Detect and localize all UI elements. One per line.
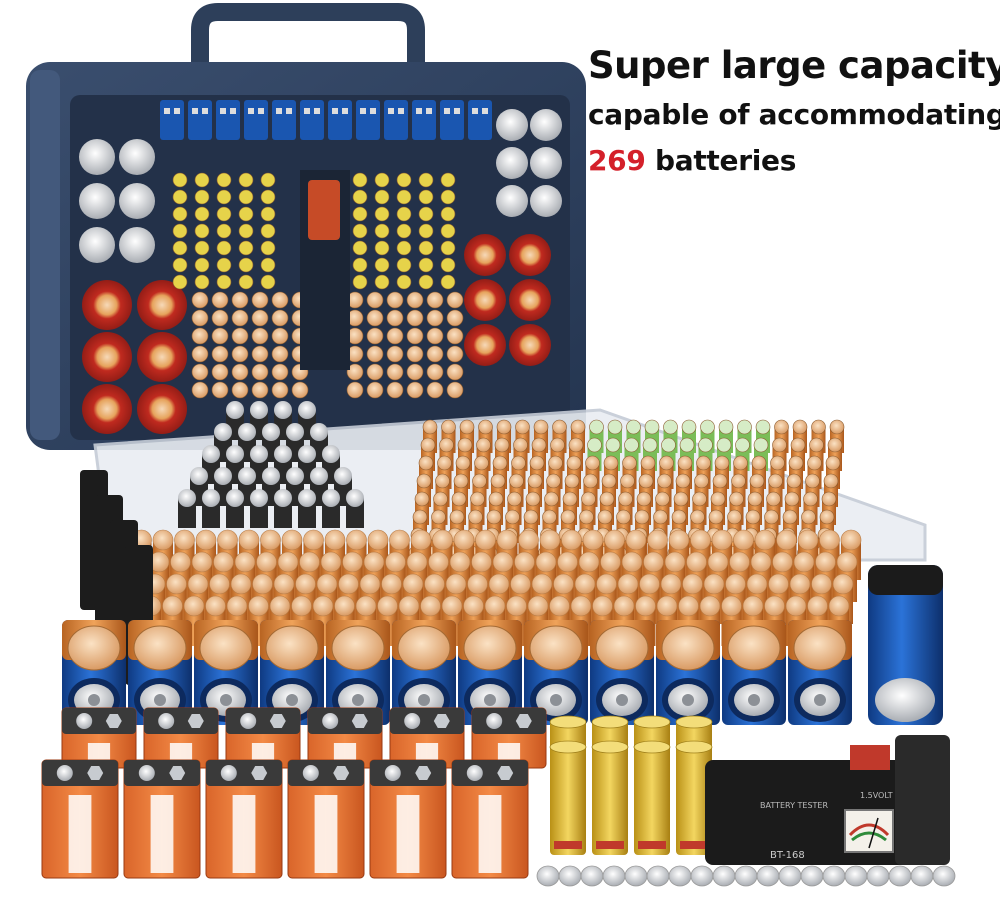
case-cell: [82, 280, 132, 330]
case-9v-slot: [216, 100, 240, 140]
case-compartments: [79, 100, 562, 434]
button-cell: [602, 865, 626, 887]
case-cell: [530, 147, 562, 179]
case-handle: [191, 3, 425, 70]
case-cell: [79, 139, 115, 175]
headline-line-3: 269 batteries: [588, 138, 998, 184]
button-cell: [778, 865, 802, 887]
case-cell: [509, 279, 551, 321]
button-cell: [910, 865, 934, 887]
case-cell: [509, 234, 551, 276]
button-cell: [866, 865, 890, 887]
case-9v-slot: [328, 100, 352, 140]
case-9v-slot: [440, 100, 464, 140]
case-cell: [137, 280, 187, 330]
case-9v-slot: [356, 100, 380, 140]
button-cell: [712, 865, 736, 887]
case-9v-slot: [412, 100, 436, 140]
case-9v-slot: [384, 100, 408, 140]
button-cell: [822, 865, 846, 887]
case-cell: [79, 227, 115, 263]
button-cell: [536, 865, 560, 887]
button-cell: [646, 865, 670, 887]
case-cell: [464, 234, 506, 276]
headline: Super large capacity capable of accommod…: [588, 40, 1000, 184]
headline-line-1: Super large capacity: [588, 44, 1000, 87]
button-cell: [932, 865, 956, 887]
case-cell: [82, 332, 132, 382]
18650-battery: [550, 745, 586, 855]
case-cell: [119, 139, 155, 175]
tester-label: BATTERY TESTER: [760, 801, 828, 810]
case-9v-slot: [272, 100, 296, 140]
case-cell: [119, 183, 155, 219]
18650-battery: [634, 745, 670, 855]
case-cell: [119, 227, 155, 263]
case-cell: [530, 109, 562, 141]
battery-tester: BT-168 BATTERY TESTER 1.5VOLT: [705, 735, 950, 865]
button-cell: [734, 865, 758, 887]
headline-line-2: capable of accommodating: [588, 98, 1000, 131]
button-cell: [580, 865, 604, 887]
case-9v-slot: [160, 100, 184, 140]
case-cell: [464, 324, 506, 366]
case-cell: [464, 279, 506, 321]
case-cell: [496, 109, 528, 141]
case-9v-slot: [300, 100, 324, 140]
tester-model: BT-168: [770, 850, 805, 861]
case-cell: [79, 183, 115, 219]
battery-count: 269: [588, 144, 646, 177]
tester-volt: 1.5VOLT: [860, 791, 893, 800]
button-cell: [888, 865, 912, 887]
button-cell: [558, 865, 582, 887]
18650-battery-group: [549, 715, 713, 855]
case-9v-slot: [188, 100, 212, 140]
button-cell: [624, 865, 648, 887]
case-cell: [509, 324, 551, 366]
case-cell: [137, 332, 187, 382]
button-cell-row: [536, 865, 956, 887]
button-cell: [756, 865, 780, 887]
case-9v-slot: [244, 100, 268, 140]
case-cell: [82, 384, 132, 434]
case-cell: [137, 384, 187, 434]
headline-suffix: batteries: [645, 144, 797, 177]
storage-case: [26, 3, 586, 450]
button-cell: [800, 865, 824, 887]
button-cell: [690, 865, 714, 887]
18650-battery: [592, 745, 628, 855]
button-cell: [844, 865, 868, 887]
case-cell: [496, 147, 528, 179]
18650-battery: [676, 745, 712, 855]
9v-battery-stack: [41, 707, 547, 879]
case-9v-slot: [468, 100, 492, 140]
button-cell: [668, 865, 692, 887]
case-cell: [496, 185, 528, 217]
case-cell: [530, 185, 562, 217]
